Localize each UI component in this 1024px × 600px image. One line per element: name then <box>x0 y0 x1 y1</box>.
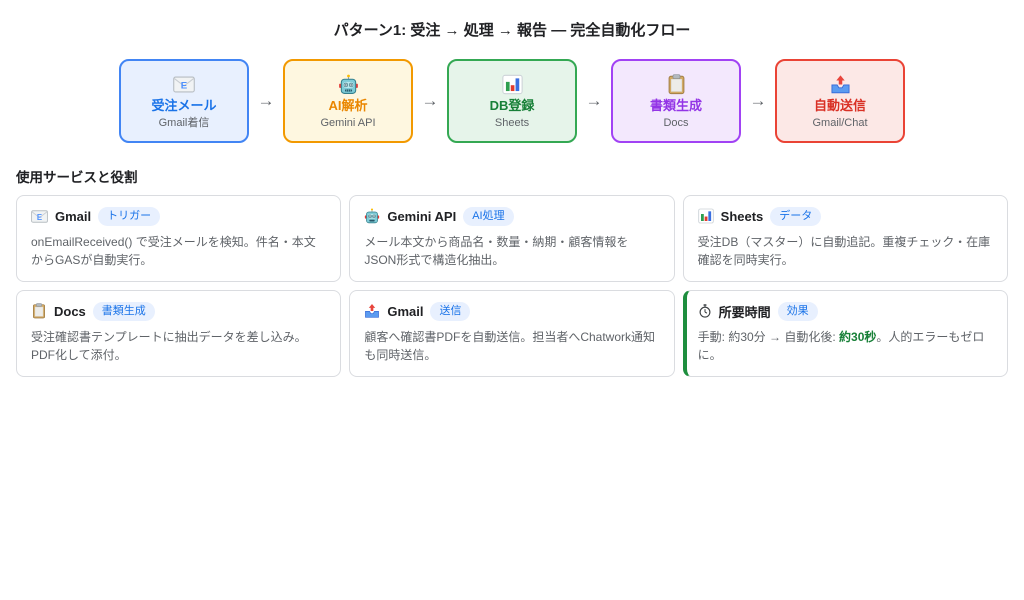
card-title: Sheets <box>720 208 764 224</box>
flow-step-sublabel: Docs <box>663 116 689 129</box>
card-description: メール本文から商品名・数量・納期・顧客情報をJSON形式で構造化抽出。 <box>364 234 629 267</box>
clipboard-icon <box>666 72 687 96</box>
flow-arrow-icon: → <box>421 91 439 110</box>
badge-send: 送信 <box>430 301 471 321</box>
flow-step-auto-send: 自動送信 Gmail/Chat <box>775 59 905 143</box>
robot-icon <box>338 72 359 96</box>
card-duration-effect: 所要時間 効果 手動: 約30分 → 自動化後: 約30秒。人的エラーもゼロに。 <box>682 289 1008 377</box>
flow-step-label: 書類生成 <box>649 98 702 114</box>
duration-text-after: 。人的エラーもゼロに。 <box>697 329 985 362</box>
card-sheets: Sheets データ 受注DB（マスター）に自動追記。重複チェック・在庫確認を同… <box>682 195 1008 282</box>
card-title: Gmail <box>55 208 92 224</box>
badge-data: データ <box>770 207 822 226</box>
svg-text:E: E <box>37 213 42 222</box>
flow-step-sublabel: Gmail着信 <box>158 116 210 129</box>
card-gmail-trigger: E Gmail トリガー onEmailReceived() で受注メールを検知… <box>16 195 342 282</box>
outbox-tray-icon <box>830 72 851 96</box>
page: パターン1: 受注 → 処理 → 報告 — 完全自動化フロー E 受注メール G… <box>0 22 1024 377</box>
flow-step-label: 受注メール <box>151 98 217 114</box>
duration-highlight: 約30秒 <box>839 329 877 344</box>
flow-step-db-register: DB登録 Sheets <box>447 59 577 143</box>
card-docs: Docs 書類生成 受注確認書テンプレートに抽出データを差し込み。PDF化して添… <box>16 289 342 377</box>
flow-step-sublabel: Gemini API <box>320 116 376 129</box>
flow-step-order-mail: E 受注メール Gmail着信 <box>119 59 249 143</box>
card-gemini-api: Gemini API AI処理 メール本文から商品名・数量・納期・顧客情報をJS… <box>349 195 675 282</box>
card-description: 受注確認書テンプレートに抽出データを差し込み。PDF化して添付。 <box>31 329 307 362</box>
flow-arrow-icon: → <box>257 91 275 110</box>
flow-diagram: E 受注メール Gmail着信 → <box>0 59 1024 143</box>
badge-trigger: トリガー <box>98 207 161 226</box>
card-title: Docs <box>54 303 86 319</box>
service-cards-grid: E Gmail トリガー onEmailReceived() で受注メールを検知… <box>16 195 1008 377</box>
clipboard-icon <box>31 303 47 319</box>
card-description: 手動: 約30分 → 自動化後: 約30秒。人的エラーもゼロに。 <box>698 328 993 364</box>
robot-icon <box>364 208 380 224</box>
section-heading: 使用サービスと役割 <box>16 170 138 185</box>
flow-step-label: 自動送信 <box>813 98 866 114</box>
page-title: パターン1: 受注 → 処理 → 報告 — 完全自動化フロー <box>333 22 691 39</box>
flow-step-doc-generate: 書類生成 Docs <box>611 59 741 143</box>
flow-step-ai-analysis: AI解析 Gemini API <box>283 59 413 143</box>
email-icon: E <box>173 72 195 96</box>
stopwatch-icon <box>698 304 712 318</box>
flow-step-sublabel: Gmail/Chat <box>812 116 868 129</box>
badge-effect: 効果 <box>777 301 818 321</box>
card-description: 顧客へ確認書PDFを自動送信。担当者へChatwork通知も同時送信。 <box>364 329 656 362</box>
badge-doc-generation: 書類生成 <box>92 301 155 321</box>
bar-chart-icon <box>501 72 523 96</box>
bar-chart-icon <box>697 208 714 224</box>
svg-text:E: E <box>181 80 188 91</box>
flow-arrow-icon: → <box>585 91 603 110</box>
card-title: Gmail <box>387 303 424 319</box>
card-gmail-send: Gmail 送信 顧客へ確認書PDFを自動送信。担当者へChatwork通知も同… <box>349 289 675 377</box>
badge-ai-processing: AI処理 <box>463 207 514 226</box>
card-title: 所要時間 <box>718 304 771 320</box>
card-title: Gemini API <box>387 208 457 224</box>
outbox-tray-icon <box>364 303 380 319</box>
flow-arrow-icon: → <box>749 91 767 110</box>
card-description: onEmailReceived() で受注メールを検知。件名・本文からGASが自… <box>31 234 316 267</box>
flow-step-label: DB登録 <box>489 98 535 114</box>
duration-text-before: 手動: 約30分 → 自動化後: <box>697 329 840 344</box>
card-description: 受注DB（マスター）に自動追記。重複チェック・在庫確認を同時実行。 <box>697 234 991 267</box>
flow-step-sublabel: Sheets <box>494 116 530 129</box>
email-icon: E <box>31 210 48 223</box>
flow-step-label: AI解析 <box>328 98 368 114</box>
